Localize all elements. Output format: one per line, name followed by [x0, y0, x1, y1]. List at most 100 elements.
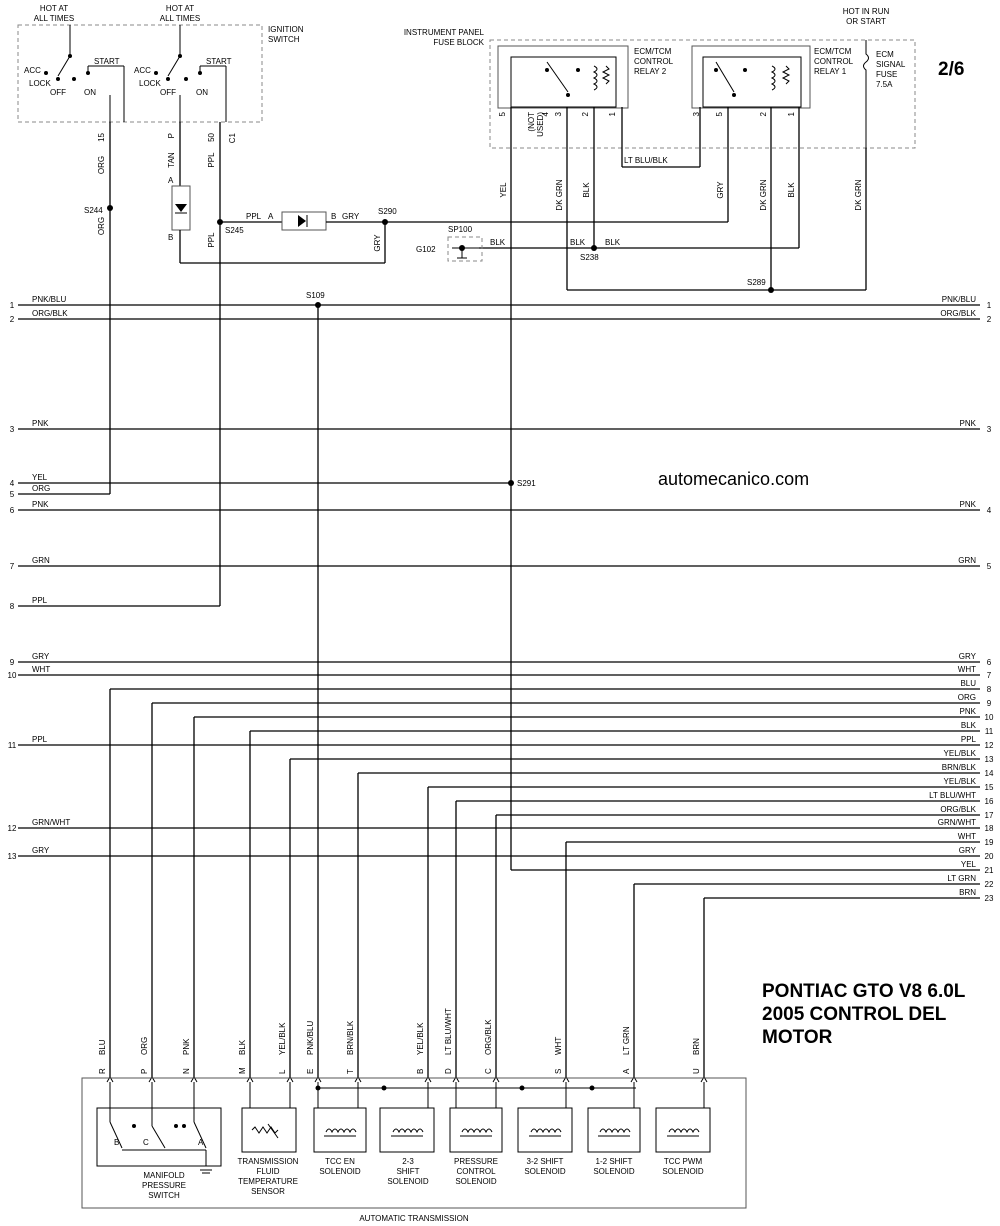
vertical-wires: RBLUPORGNPNKMBLKLYEL/BLKEPNK/BLUTBRN/BLK…	[98, 688, 980, 1108]
connector-terminal	[562, 1076, 570, 1083]
fuse-label-2: SIGNAL	[876, 60, 906, 69]
mps-contact-c: C	[143, 1138, 149, 1147]
hot-at-all-times-left-2: ALL TIMES	[34, 14, 74, 23]
transmission-label: AUTOMATIC TRANSMISSION	[359, 1214, 469, 1223]
right-row-wire-label: GRN	[958, 556, 976, 565]
ign-left-off: OFF	[50, 88, 66, 97]
fuse-label-1: ECM	[876, 50, 894, 59]
left-row-wire-label: WHT	[32, 665, 50, 674]
connector-terminal	[314, 1076, 322, 1083]
fuse-block: INSTRUMENT PANEL FUSE BLOCK HOT IN RUN O…	[404, 7, 916, 149]
right-row-number: 18	[985, 824, 994, 833]
diagram-title-line-3: MOTOR	[762, 1027, 833, 1048]
s23-label-2: SHIFT	[396, 1167, 419, 1176]
tft-label-4: SENSOR	[251, 1187, 285, 1196]
mps-label-2: PRESSURE	[142, 1181, 186, 1190]
right-row-number: 16	[985, 797, 994, 806]
connector-pin-letter: D	[444, 1068, 453, 1074]
left-row-wire-label: PNK	[32, 419, 49, 428]
left-row-labels: 1PNK/BLU2ORG/BLK3PNK4YEL5ORG6PNK7GRN8PPL…	[8, 295, 71, 861]
right-row-wire-label: YEL	[961, 860, 977, 869]
relay-2-label-2: CONTROL	[634, 57, 674, 66]
right-row-number: 22	[985, 880, 994, 889]
tft-label-2: FLUID	[256, 1167, 279, 1176]
watermark: automecanico.com	[658, 469, 809, 489]
connector-terminal	[424, 1076, 432, 1083]
relay-1-pin-5: 5	[715, 111, 724, 116]
wire-blk-2: BLK	[787, 182, 796, 198]
left-row-wire-label: YEL	[32, 473, 48, 482]
page-number: 2/6	[938, 59, 964, 80]
solenoid-coil	[461, 1128, 493, 1134]
right-row-number: 1	[987, 301, 992, 310]
connector-pin-letter: N	[182, 1068, 191, 1074]
tft-sensor	[241, 1107, 297, 1153]
right-row-wire-label: BRN/BLK	[942, 763, 977, 772]
right-row-number: 23	[985, 894, 994, 903]
wire-gry-vertical: GRY	[373, 234, 382, 252]
wire-gry-relay: GRY	[716, 181, 725, 199]
right-row-number: 10	[985, 713, 994, 722]
fuse-block-wires: YEL S291 DK GRN S289 BLK S238 LT BLU/BLK…	[416, 107, 867, 843]
wire-dkgrn-3: DK GRN	[854, 179, 863, 210]
ign-left-acc: ACC	[24, 66, 41, 75]
left-row-wire-label: PNK/BLU	[32, 295, 66, 304]
right-row-number: 19	[985, 838, 994, 847]
wire-blk-5: BLK	[605, 238, 621, 247]
tcc-en-label-2: SOLENOID	[319, 1167, 361, 1176]
wire-gry-horizontal: GRY	[342, 212, 360, 221]
wire-org-bottom: ORG	[97, 217, 106, 235]
right-row-wire-label: ORG/BLK	[940, 805, 976, 814]
fuse-block-label-1: INSTRUMENT PANEL	[404, 28, 485, 37]
solenoid-group	[313, 1107, 711, 1153]
right-row-number: 15	[985, 783, 994, 792]
tccpwm-label-1: TCC PWM	[664, 1157, 703, 1166]
right-row-number: 12	[985, 741, 994, 750]
solenoid-coil	[392, 1128, 424, 1134]
fuse-block-label-2: FUSE BLOCK	[433, 38, 484, 47]
connector-terminal	[452, 1076, 460, 1083]
ignition-switch-box	[17, 24, 263, 123]
ign-left-start: START	[94, 57, 120, 66]
left-row-wire-label: GRY	[32, 652, 50, 661]
mps-label-1: MANIFOLD	[143, 1171, 185, 1180]
left-row-wire-label: PPL	[32, 735, 48, 744]
connector-wire-color: YEL/BLK	[416, 1022, 425, 1055]
relay-2-label-3: RELAY 2	[634, 67, 667, 76]
hot-in-run-2: OR START	[846, 17, 886, 26]
left-row-number: 6	[10, 506, 15, 515]
relay-1-box	[691, 45, 811, 109]
diode-pin-a: A	[168, 176, 174, 185]
right-row-wire-label: BRN	[959, 888, 976, 897]
hot-at-all-times-right-1: HOT AT	[166, 4, 194, 13]
splice-sp100: SP100	[448, 225, 473, 234]
ign-pin-p: P	[167, 133, 176, 138]
right-row-number: 5	[987, 562, 992, 571]
diagram-title-line-2: 2005 CONTROL DEL	[762, 1004, 947, 1025]
s23-label-3: SOLENOID	[387, 1177, 429, 1186]
connector-pin-letter: A	[622, 1068, 631, 1074]
connector-wire-color: YEL/BLK	[278, 1022, 287, 1055]
fuse-block-box	[489, 39, 916, 149]
connector-terminal	[286, 1076, 294, 1083]
wire-lt-blu-blk: LT BLU/BLK	[624, 156, 668, 165]
s32-label-2: SOLENOID	[524, 1167, 566, 1176]
connector-terminal	[148, 1076, 156, 1083]
horizontal-wires	[18, 304, 980, 857]
mps-contact-b: B	[114, 1138, 119, 1147]
splice-s244: S244	[84, 206, 103, 215]
ign-right-on: ON	[196, 88, 208, 97]
solenoid-coil	[668, 1128, 700, 1134]
left-row-wire-label: GRY	[32, 846, 50, 855]
left-row-wire-label: PPL	[32, 596, 48, 605]
left-row-wire-label: ORG/BLK	[32, 309, 68, 318]
connector-pin-letter: R	[98, 1068, 107, 1074]
tcc-en-label-1: TCC EN	[325, 1157, 355, 1166]
wire-org-top: ORG	[97, 156, 106, 174]
ign-right-acc: ACC	[134, 66, 151, 75]
fuse-label-4: 7.5A	[876, 80, 893, 89]
right-row-labels: 1PNK/BLU2ORG/BLK3PNK4PNK5GRN6GRY7WHT8BLU…	[929, 295, 994, 903]
solenoid-coil	[599, 1128, 631, 1134]
right-row-wire-label: PNK	[960, 707, 977, 716]
ign-right-off: OFF	[160, 88, 176, 97]
